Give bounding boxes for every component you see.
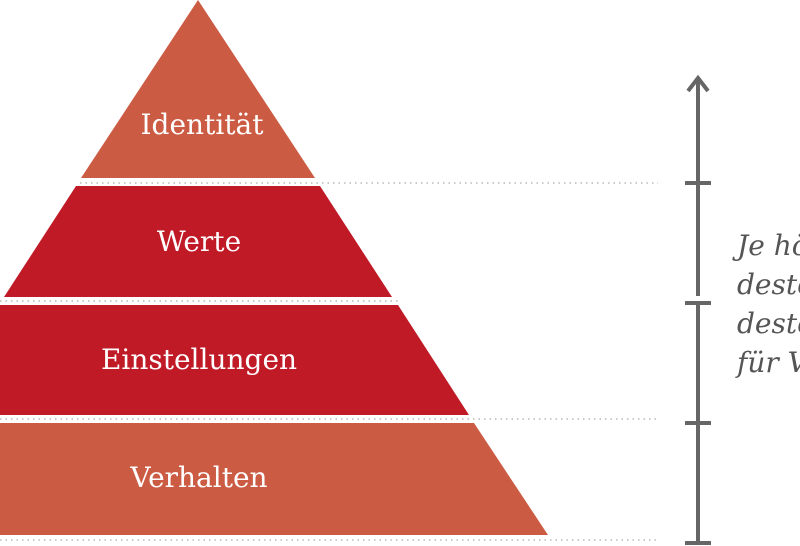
- pyramid-level-identitaet: [81, 0, 315, 178]
- level-label-werte: Werte: [156, 225, 242, 258]
- side-caption: Je hö desto desto für V: [737, 226, 800, 382]
- level-label-einstellungen: Einstellungen: [100, 343, 298, 376]
- vertical-axis-arrow: [685, 74, 711, 545]
- caption-line: Je hö: [737, 229, 800, 262]
- level-label-verhalten: Verhalten: [130, 461, 268, 494]
- pyramid-level-werte: [4, 186, 392, 297]
- caption-line: desto: [737, 307, 800, 340]
- arrow-up-icon: [686, 74, 710, 93]
- pyramid-level-verhalten: [0, 423, 548, 535]
- pyramid-level-einstellungen: [0, 305, 469, 415]
- level-label-identitaet: Identität: [140, 108, 264, 141]
- caption-line: desto: [737, 268, 800, 301]
- dotted-separators: [0, 182, 658, 541]
- caption-line: für V: [737, 346, 800, 379]
